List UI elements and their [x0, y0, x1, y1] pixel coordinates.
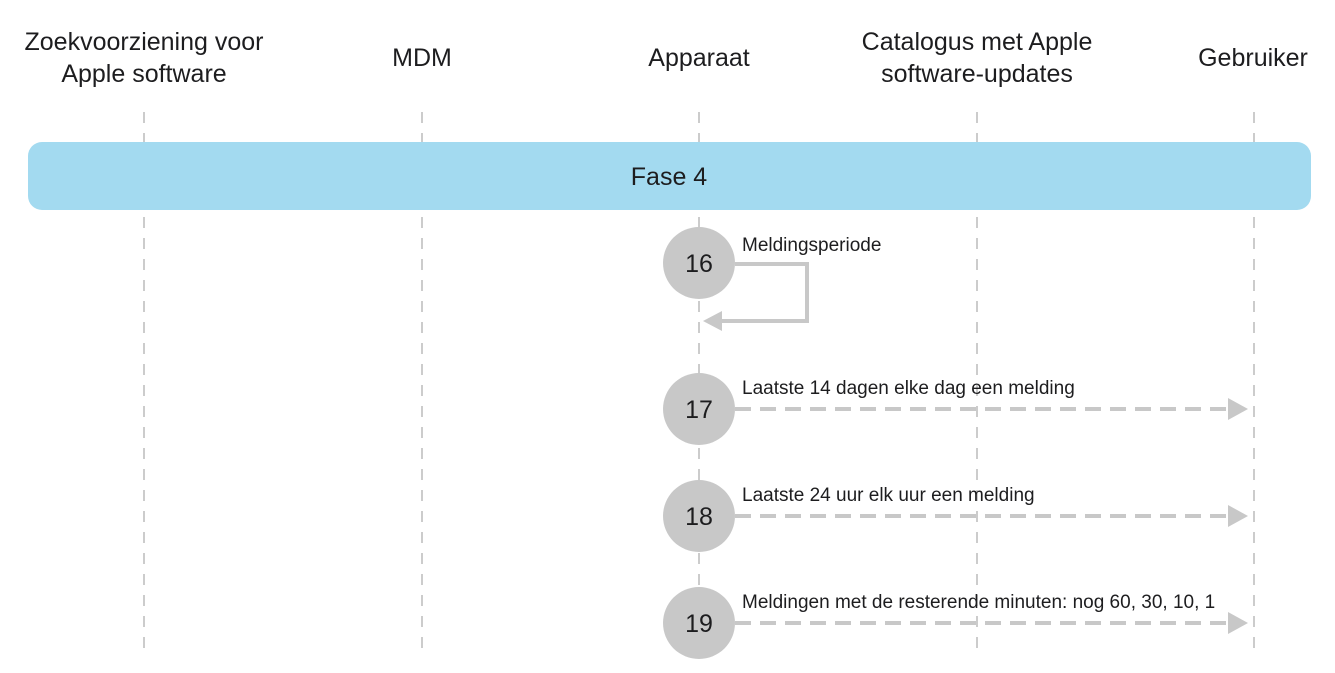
step-text: Meldingen met de resterende minuten: nog…	[742, 592, 1215, 613]
step-19: 19 Meldingen met de resterende minuten: …	[663, 587, 1248, 659]
step-circle	[663, 373, 735, 445]
self-loop-arrow	[722, 262, 809, 323]
step-circle	[663, 480, 735, 552]
phase-label: Fase 4	[631, 163, 708, 191]
arrowhead	[1228, 505, 1248, 527]
step-16: 16 Meldingsperiode	[663, 227, 881, 331]
step-number: 18	[685, 503, 713, 531]
step-18: 18 Laatste 24 uur elk uur een melding	[663, 480, 1248, 552]
step-circle	[663, 227, 735, 299]
arrowhead	[703, 311, 722, 331]
phase-bar	[28, 142, 1311, 210]
lane-title-catalog: Catalogus met Apple software-updates	[861, 28, 1093, 88]
step-number: 19	[685, 610, 713, 638]
step-number: 16	[685, 250, 713, 278]
lane-title-device: Apparaat	[648, 44, 750, 72]
lane-title-user: Gebruiker	[1198, 44, 1308, 72]
step-text: Laatste 24 uur elk uur een melding	[742, 485, 1035, 506]
step-circle	[663, 587, 735, 659]
arrowhead	[1228, 612, 1248, 634]
step-text: Laatste 14 dagen elke dag een melding	[742, 378, 1075, 399]
arrowhead	[1228, 398, 1248, 420]
step-text: Meldingsperiode	[742, 235, 881, 256]
lane-title-mdm: MDM	[392, 44, 452, 72]
step-17: 17 Laatste 14 dagen elke dag een melding	[663, 373, 1248, 445]
lane-title-search: Zoekvoorziening voor Apple software	[24, 28, 264, 88]
step-number: 17	[685, 396, 713, 424]
